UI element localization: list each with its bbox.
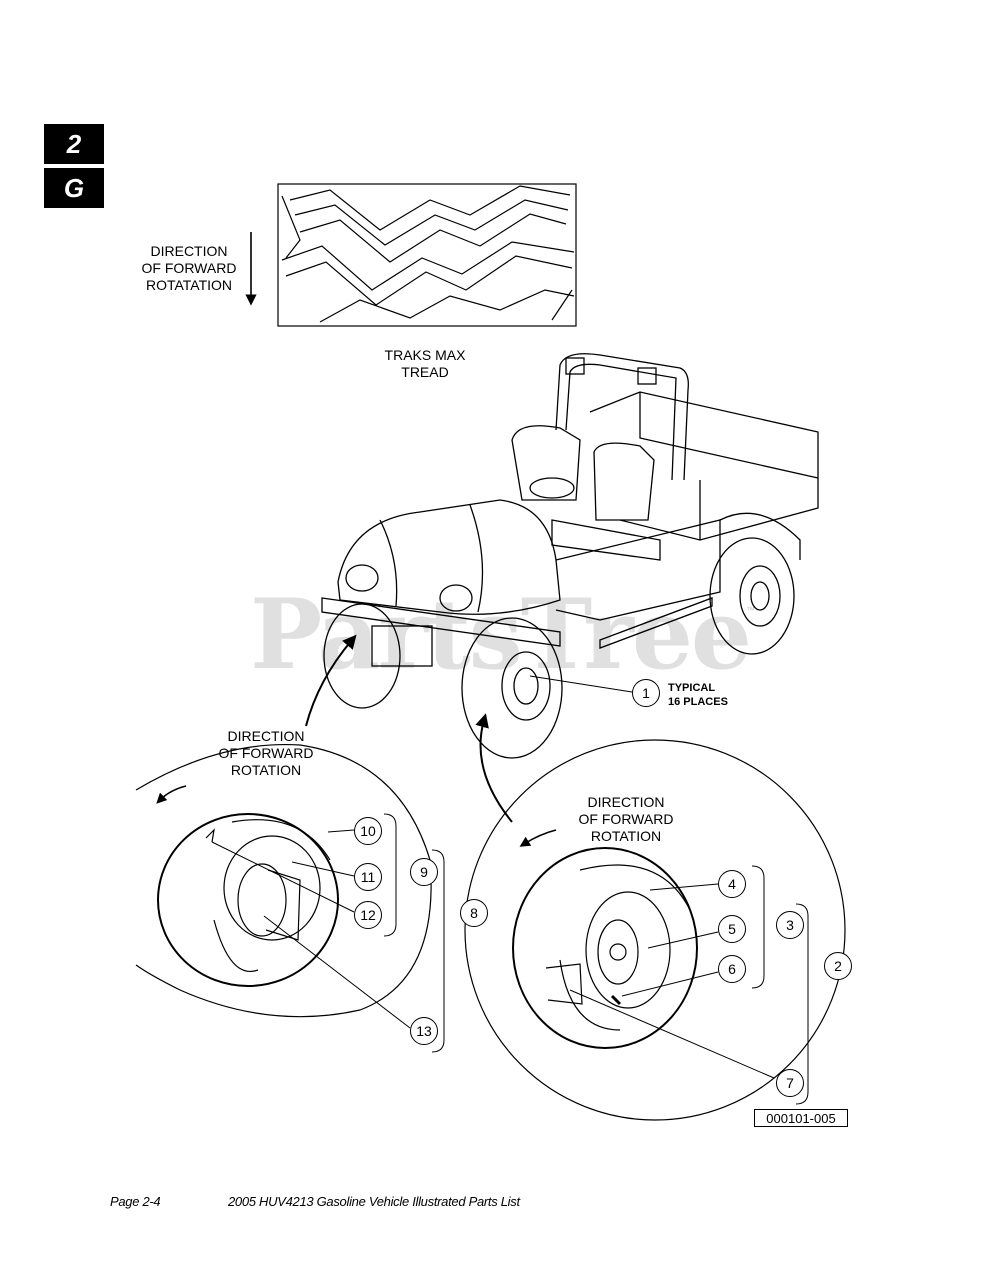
section-tab-number: 2 xyxy=(44,124,104,164)
watermark-trademark: ™ xyxy=(746,605,755,615)
callout-11: 11 xyxy=(354,863,382,891)
right-wheel-direction-label: DIRECTION OF FORWARD ROTATION xyxy=(566,794,686,845)
callout-4: 4 xyxy=(718,870,746,898)
callout-13: 13 xyxy=(410,1017,438,1045)
callout-1-note-line-2: 16 PLACES xyxy=(668,696,728,708)
tread-direction-line-3: ROTATATION xyxy=(145,277,233,293)
left-direction-line-2: OF FORWARD xyxy=(218,745,314,761)
left-direction-line-3: ROTATION xyxy=(230,762,302,778)
tread-direction-line-2: OF FORWARD xyxy=(141,260,237,276)
callout-1: 1 xyxy=(632,679,660,707)
tread-direction-label: DIRECTION OF FORWARD ROTATATION xyxy=(134,243,244,294)
right-direction-line-3: ROTATION xyxy=(590,828,662,844)
tread-caption-line-1: TRAKS MAX xyxy=(384,347,466,363)
figure-id: 000101-005 xyxy=(754,1109,848,1127)
tread-caption: TRAKS MAX TREAD xyxy=(370,347,480,381)
callout-2: 2 xyxy=(824,952,852,980)
left-wheel-direction-label: DIRECTION OF FORWARD ROTATION xyxy=(206,728,326,779)
callout-5: 5 xyxy=(718,915,746,943)
callout-1-note: TYPICAL 16 PLACES xyxy=(668,681,728,709)
right-direction-line-1: DIRECTION xyxy=(587,794,665,810)
callout-6: 6 xyxy=(718,955,746,983)
watermark: PartsTree xyxy=(250,578,752,691)
callout-9: 9 xyxy=(410,858,438,886)
section-tab-letter: G xyxy=(44,168,104,208)
left-direction-line-1: DIRECTION xyxy=(227,728,305,744)
left-wheel-detail-drawing xyxy=(135,743,432,1018)
tread-caption-line-2: TREAD xyxy=(401,364,449,380)
callout-3: 3 xyxy=(776,911,804,939)
callout-1-note-line-1: TYPICAL xyxy=(668,682,716,694)
callout-8: 8 xyxy=(460,899,488,927)
callout-7: 7 xyxy=(776,1069,804,1097)
right-direction-line-2: OF FORWARD xyxy=(578,811,674,827)
callout-12: 12 xyxy=(354,901,382,929)
footer-document-title: 2005 HUV4213 Gasoline Vehicle Illustrate… xyxy=(228,1194,520,1209)
tread-pattern-panel xyxy=(277,183,577,327)
utility-vehicle-drawing xyxy=(321,353,819,759)
right-wheel-detail-drawing xyxy=(464,739,846,1121)
callout-10: 10 xyxy=(354,817,382,845)
tread-direction-line-1: DIRECTION xyxy=(150,243,228,259)
footer-page-number: Page 2-4 xyxy=(110,1194,161,1209)
